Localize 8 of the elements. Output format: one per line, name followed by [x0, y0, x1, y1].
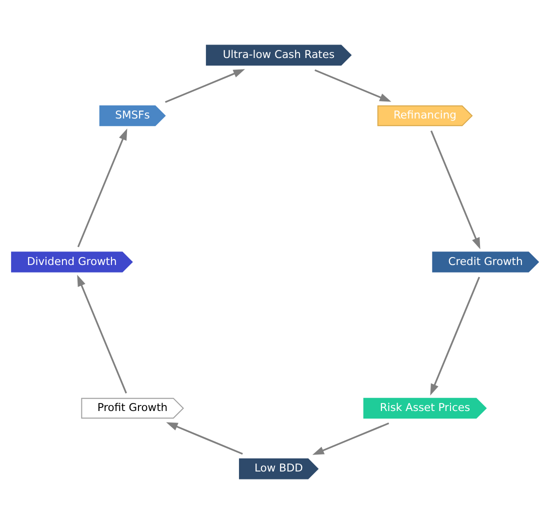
- arrow: [77, 274, 127, 393]
- arrow: [312, 422, 390, 454]
- arrow: [430, 276, 480, 396]
- arrow: [430, 130, 480, 249]
- arrow: [77, 128, 128, 247]
- arrow: [314, 68, 392, 102]
- arrow: [164, 68, 245, 102]
- arrow: [166, 422, 243, 454]
